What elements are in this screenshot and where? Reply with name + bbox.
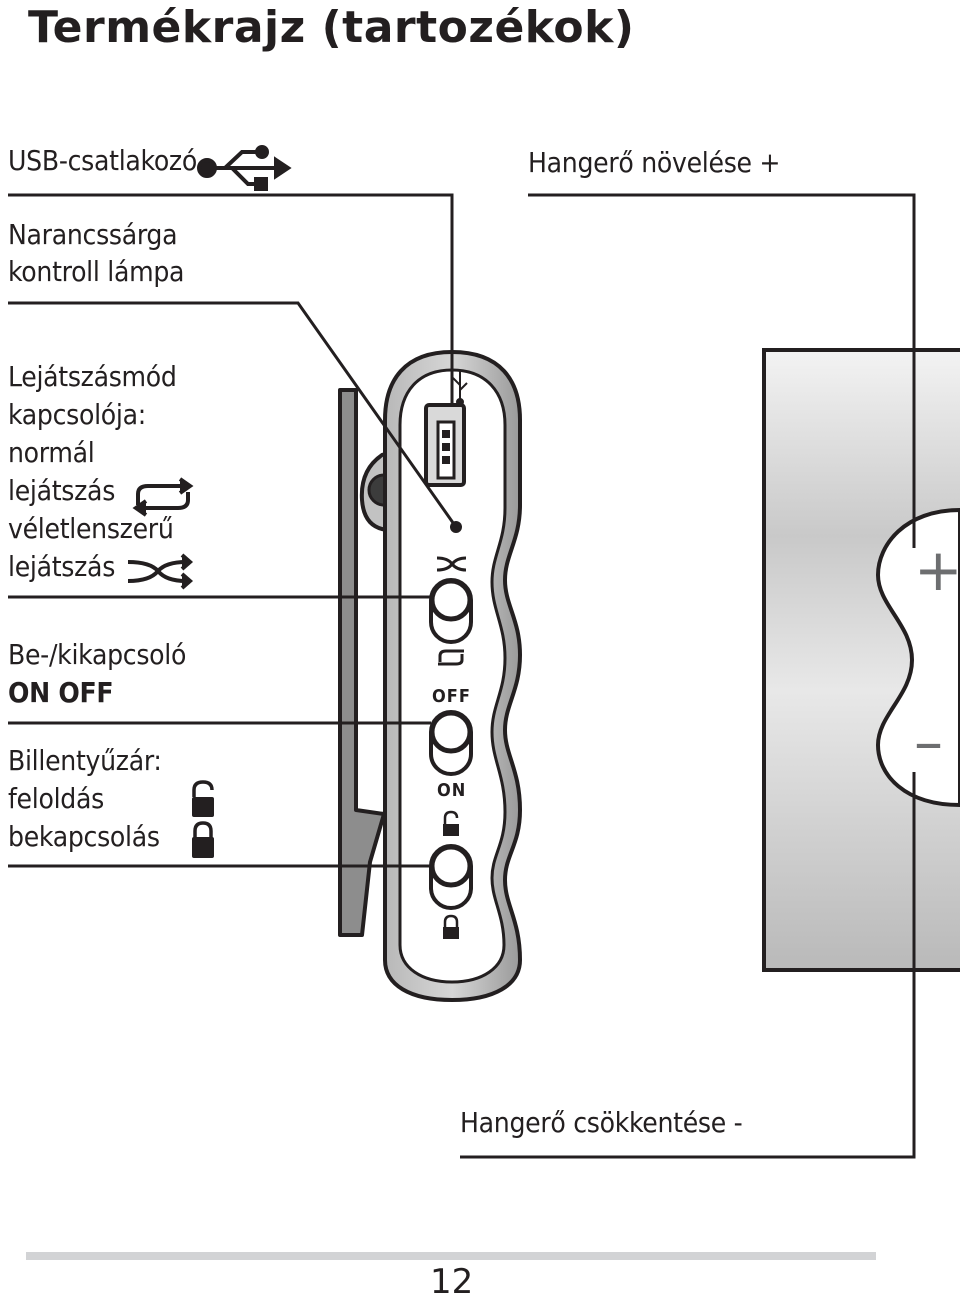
lock-label-line3: bekapcsolás: [8, 820, 160, 853]
volume-down-button[interactable]: –: [914, 708, 943, 776]
shuffle-icon: [436, 556, 467, 572]
mode-label-line6: lejátszás: [8, 550, 116, 583]
volume-down-label: Hangerő csökkentése -: [460, 1106, 743, 1139]
mode-label-line2: kapcsolója:: [8, 398, 146, 431]
led-label-line1: Narancssárga: [8, 218, 178, 251]
on-marking: ON: [437, 780, 467, 801]
page-footer-bar: [26, 1252, 876, 1260]
repeat-symbol-icon: [132, 477, 194, 517]
player-side-panel: [762, 348, 960, 972]
leader-lines: [8, 193, 916, 1159]
lock-label-line1: Billentyűzár:: [8, 744, 162, 777]
lock-icon: [443, 914, 459, 939]
shuffle-symbol-icon: [127, 553, 194, 590]
page-number: 12: [430, 1262, 474, 1302]
usb-port: [424, 403, 466, 487]
lock-label-line2: feloldás: [8, 782, 104, 815]
unlock-symbol-icon: [192, 780, 214, 817]
volume-up-button[interactable]: +: [914, 536, 960, 604]
player-body: [383, 349, 523, 1003]
lock-switch[interactable]: [429, 844, 473, 910]
usb-symbol-icon: [197, 145, 292, 191]
led-label-line2: kontroll lámpa: [8, 255, 185, 288]
lock-symbol-icon: [192, 821, 214, 858]
power-label-line1: Be-/kikapcsoló: [8, 638, 187, 671]
mode-label-line1: Lejátszásmód: [8, 360, 177, 393]
usb-icon: [452, 370, 468, 406]
volume-up-label: Hangerő növelése +: [528, 146, 781, 179]
mode-switch[interactable]: [429, 578, 473, 644]
repeat-icon: [438, 649, 464, 666]
mode-label-line5: véletlenszerű: [8, 512, 174, 545]
mode-label-line4: lejátszás: [8, 474, 116, 507]
unlock-icon: [443, 810, 459, 836]
usb-label: USB-csatlakozó: [8, 144, 197, 177]
page-title: Termékrajz (tartozékok): [28, 2, 635, 53]
off-marking: OFF: [432, 686, 471, 707]
power-label-line2: ON OFF: [8, 676, 114, 709]
mode-label-line3: normál: [8, 436, 95, 469]
power-switch[interactable]: [429, 710, 473, 776]
